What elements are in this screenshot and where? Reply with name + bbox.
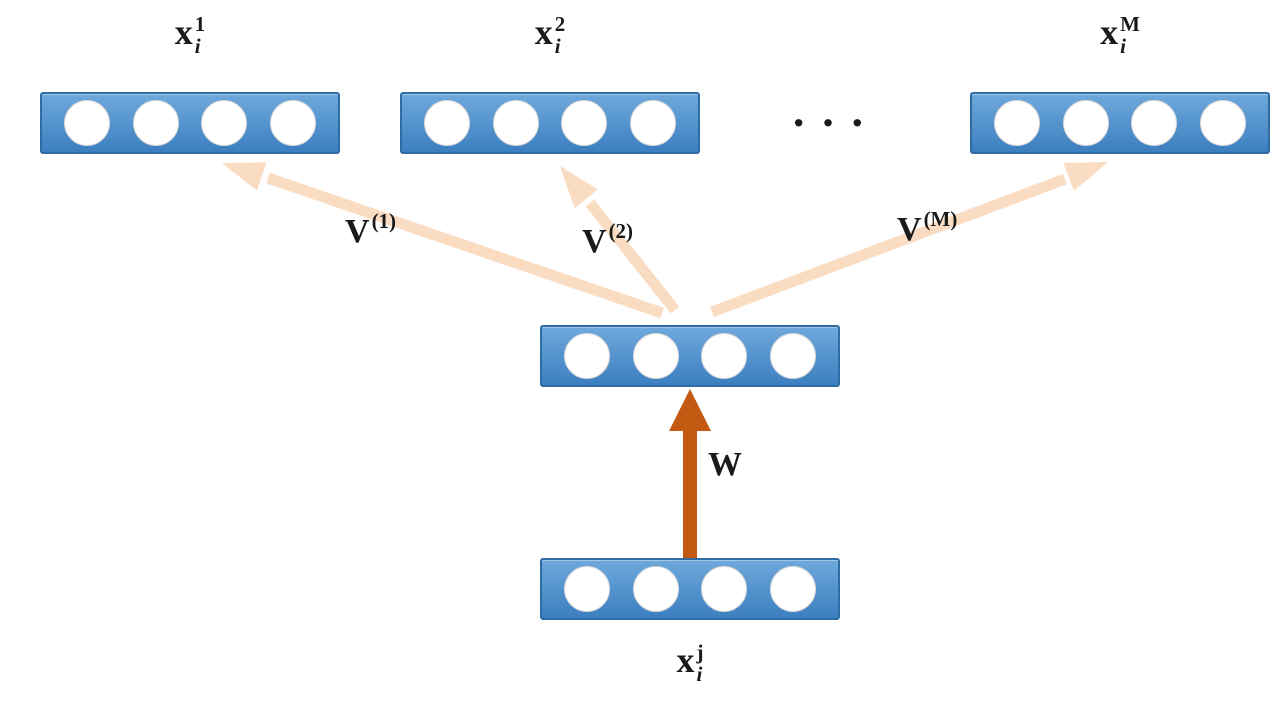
hidden-layer (540, 325, 840, 387)
unit-circle (632, 333, 679, 379)
label-x1-base: x (174, 12, 193, 52)
unit-circle (132, 100, 179, 146)
ellipsis-dots: ··· (790, 97, 880, 148)
label-vM-sup: (M) (923, 207, 958, 231)
unit-circle (564, 566, 611, 612)
w-arrow (669, 389, 711, 560)
label-w: W (708, 448, 742, 482)
label-x2-sub: i (554, 34, 561, 58)
label-v1: V (1) (345, 211, 396, 250)
vM-arrow (710, 162, 1108, 318)
label-xj: x j i (620, 642, 760, 685)
unit-circle (269, 100, 316, 146)
label-v1-sup: (1) (371, 209, 397, 233)
unit-circle (64, 100, 111, 146)
input-layer (540, 558, 840, 620)
output-layer-M (970, 92, 1270, 154)
label-v2-base: V (582, 223, 607, 260)
unit-circle (1131, 100, 1178, 146)
label-vM: V (M) (897, 209, 957, 248)
unit-circle (1062, 100, 1109, 146)
label-xj-sub: i (696, 662, 703, 686)
unit-circle (769, 566, 816, 612)
label-x1-sub: i (194, 34, 201, 58)
label-xM: x M i (1050, 14, 1190, 57)
label-xj-sup: j (696, 640, 704, 664)
label-v2-sup: (2) (608, 219, 634, 243)
label-xM-sub: i (1120, 34, 1126, 58)
label-x2-base: x (534, 12, 553, 52)
v1-arrow (222, 162, 664, 319)
label-v1-base: V (345, 213, 370, 250)
v2-arrow (560, 166, 680, 314)
label-x2-sup: 2 (554, 12, 566, 36)
unit-circle (769, 333, 816, 379)
unit-circle (994, 100, 1041, 146)
label-xM-base: x (1100, 12, 1119, 52)
label-xj-base: x (676, 640, 695, 680)
unit-circle (201, 100, 248, 146)
unit-circle (701, 333, 748, 379)
unit-circle (629, 100, 676, 146)
output-layer-2 (400, 92, 700, 154)
label-xM-sup: M (1120, 12, 1140, 36)
label-v2: V (2) (582, 221, 633, 260)
label-vM-base: V (897, 211, 922, 248)
unit-circle (1199, 100, 1246, 146)
label-x2: x 2 i (480, 14, 620, 57)
unit-circle (424, 100, 471, 146)
output-layer-1 (40, 92, 340, 154)
label-x1: x 1 i (120, 14, 260, 57)
unit-circle (561, 100, 608, 146)
unit-circle (564, 333, 611, 379)
unit-circle (632, 566, 679, 612)
label-w-base: W (708, 446, 742, 483)
label-x1-sup: 1 (194, 12, 206, 36)
unit-circle (701, 566, 748, 612)
unit-circle (492, 100, 539, 146)
